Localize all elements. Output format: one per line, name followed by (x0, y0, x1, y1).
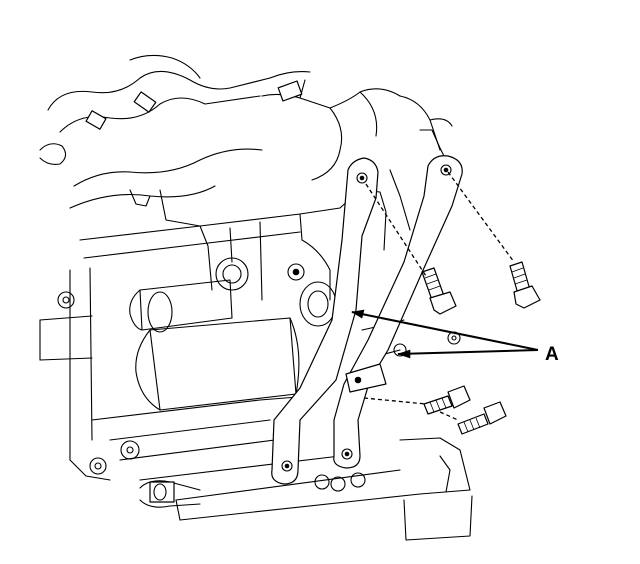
hex-bolt-lower-1 (423, 385, 471, 415)
hex-bolt-lower-2 (457, 401, 507, 435)
callout-A: A (351, 309, 559, 365)
installation-guide-lines (363, 171, 515, 421)
hex-bolt-middle (421, 267, 457, 315)
callout-label: A (545, 344, 559, 365)
hex-bolt-top (509, 261, 541, 309)
mounting-bracket-left (271, 157, 379, 485)
mounting-bracket-right (333, 155, 463, 469)
